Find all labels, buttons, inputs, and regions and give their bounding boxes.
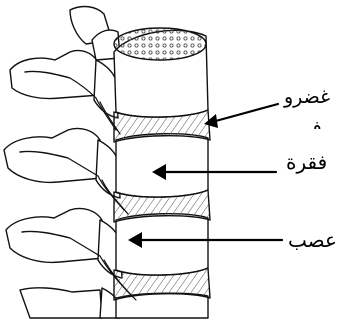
label-cartilage-cont: ف bbox=[302, 117, 322, 129]
label-vertebra: فقرة bbox=[286, 152, 327, 172]
label-cartilage-cont-clip: ف bbox=[284, 117, 344, 129]
cartilage-arrow bbox=[212, 104, 278, 122]
label-cartilage: غضرو bbox=[284, 88, 330, 107]
label-nerve: عصب bbox=[288, 230, 337, 250]
